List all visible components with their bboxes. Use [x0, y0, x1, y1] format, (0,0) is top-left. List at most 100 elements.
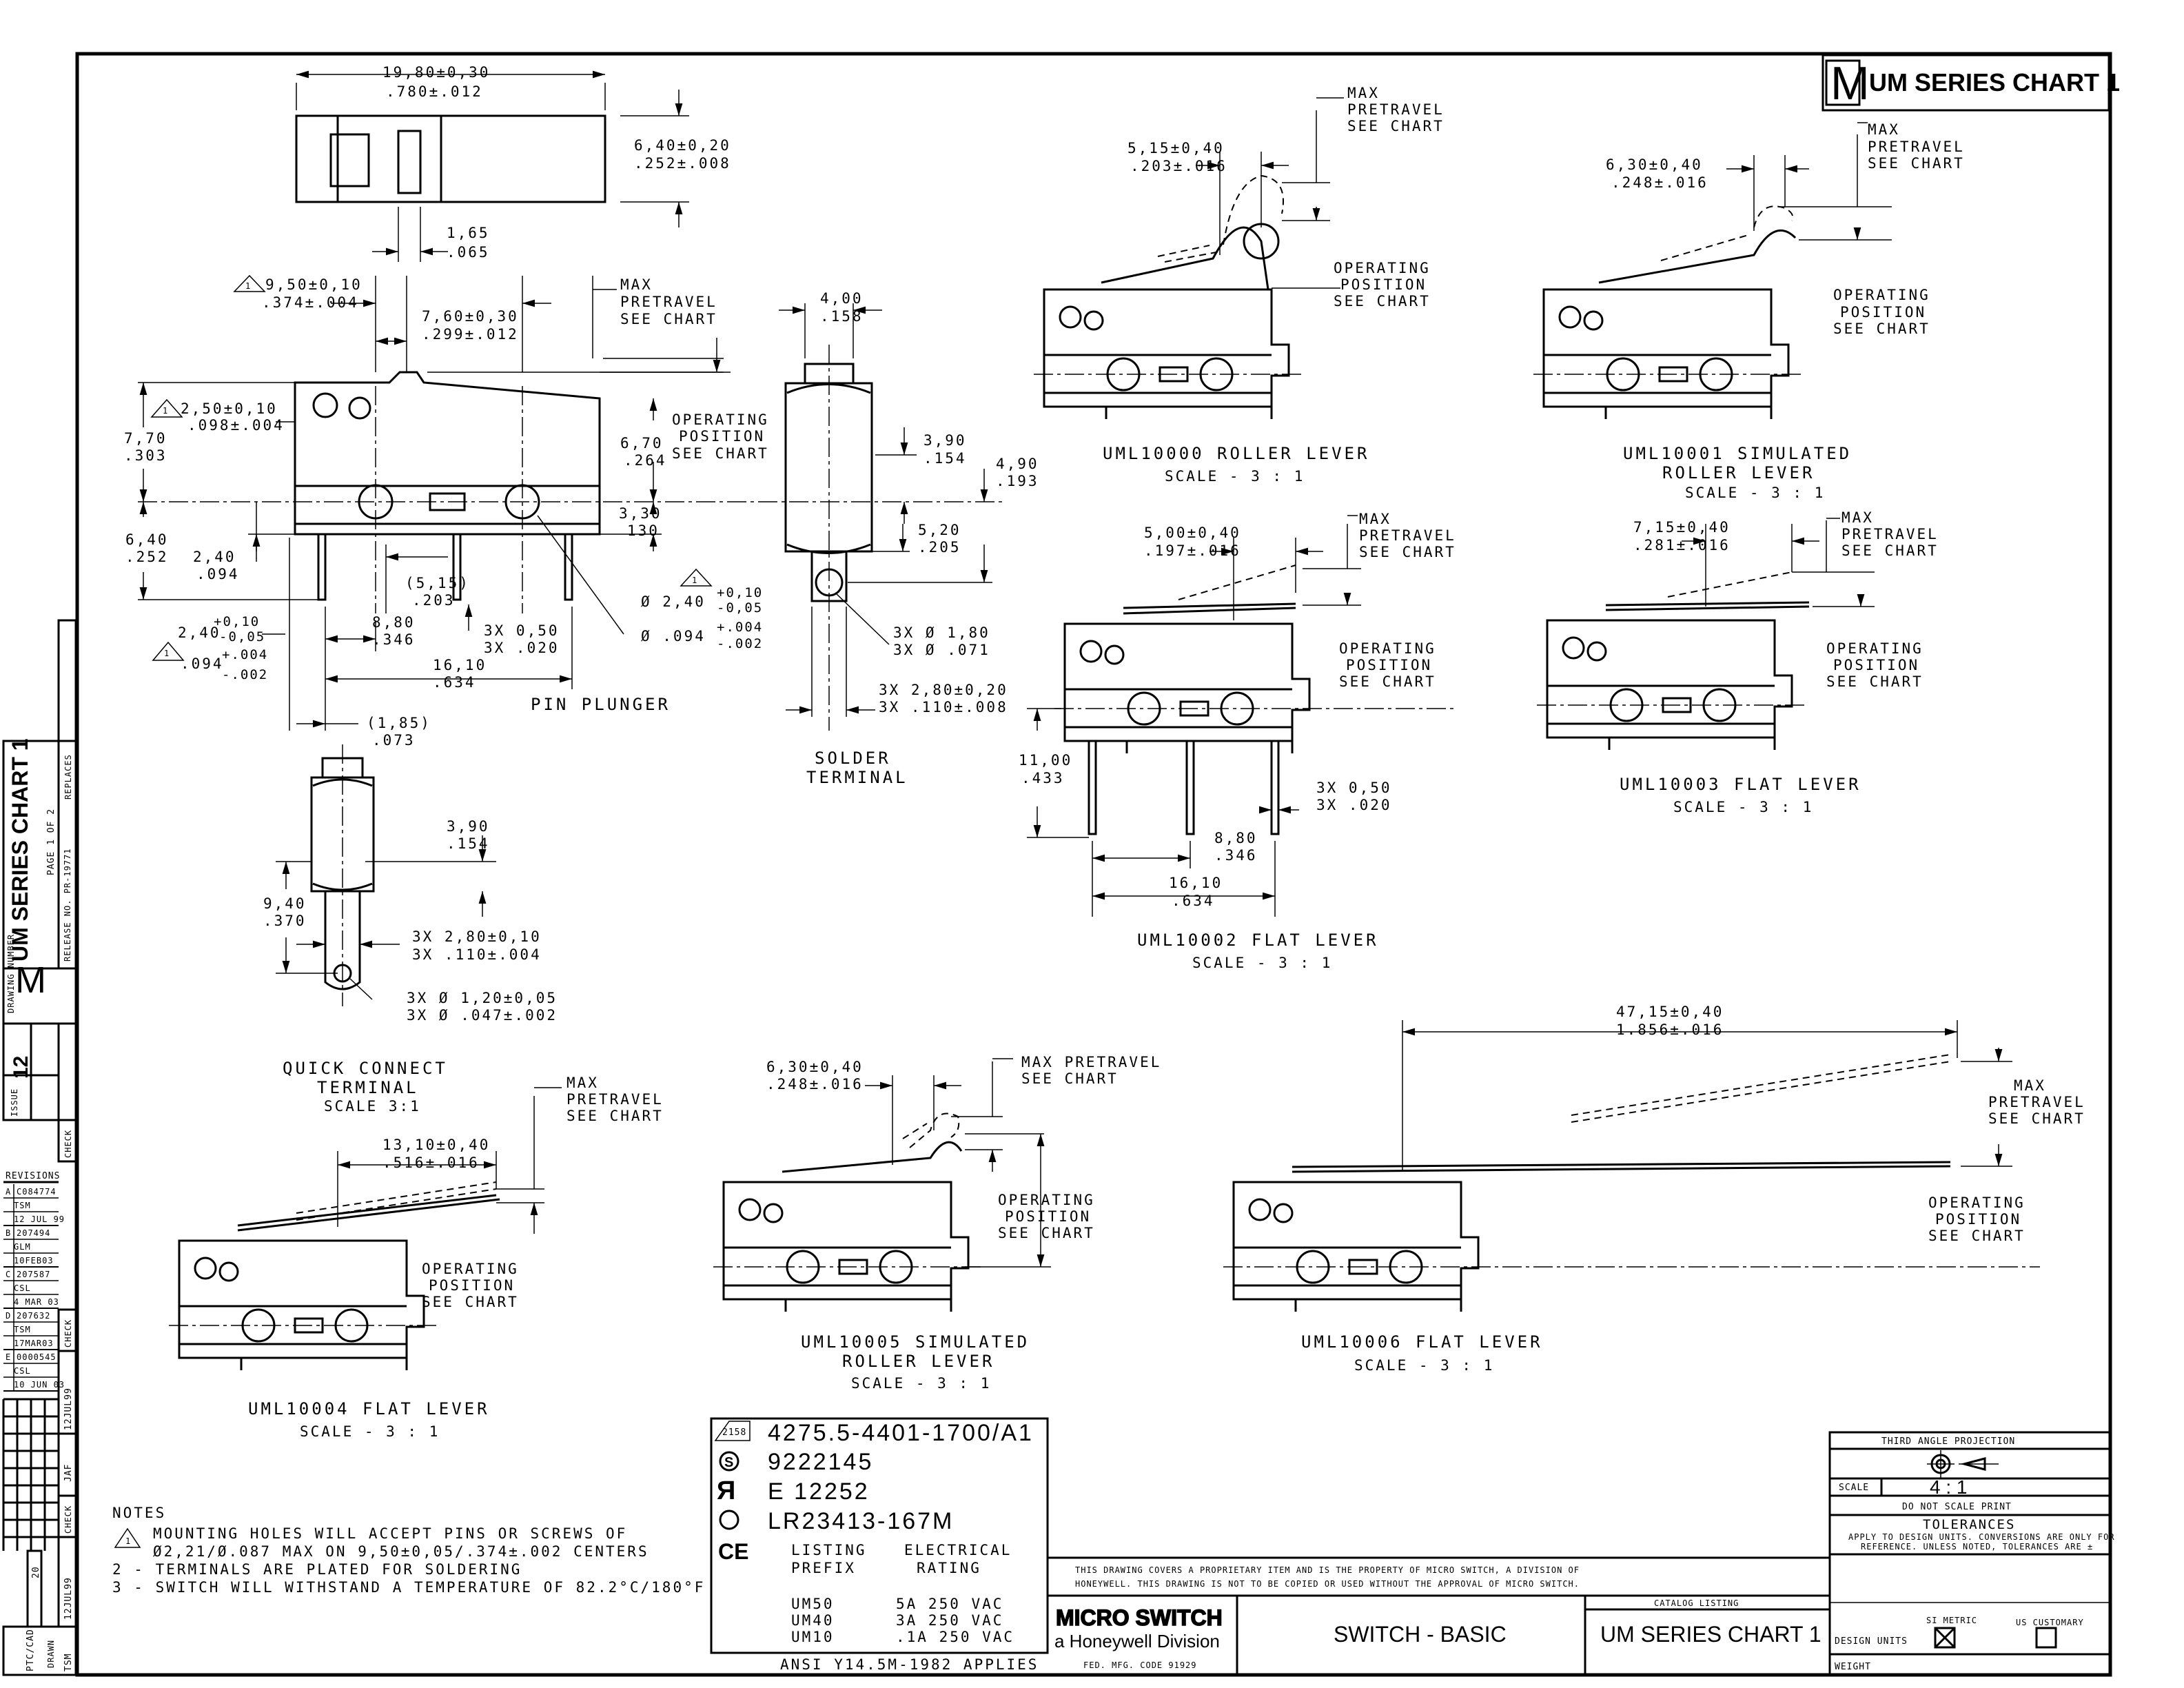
u3-max-3: SEE CHART	[1841, 542, 1939, 559]
st-caption-1: SOLDER	[815, 749, 891, 768]
u6-dim-in: 1.856±.016	[1616, 1021, 1724, 1038]
qc-b-in: .370	[263, 913, 307, 929]
pp-b1-in: .252	[125, 549, 169, 565]
pp-dia-mm: Ø 2,40	[641, 593, 706, 610]
note-1: MOUNTING HOLES WILL ACCEPT PINS OR SCREW…	[153, 1525, 627, 1542]
u6-op-1: OPERATING	[1928, 1194, 2025, 1211]
u2-max-2: PRETRAVEL	[1359, 527, 1456, 544]
pp-h3-mm: 3,30	[619, 505, 662, 522]
st-c-in: .205	[918, 539, 961, 556]
pp-t1-inminus: -.002	[222, 667, 268, 682]
fed-code: FED. MFG. CODE 91929	[1083, 1660, 1197, 1670]
si-metric: SI METRIC	[1926, 1616, 1977, 1625]
listing-col-2b: RATING	[917, 1560, 981, 1576]
side-issue-label: ISSUE	[10, 1088, 19, 1117]
u4-dim-mm: 13,10±0,40	[382, 1137, 490, 1153]
listing-col-1b: PREFIX	[791, 1560, 856, 1576]
u2-op-1: OPERATING	[1339, 640, 1436, 657]
pp-p3-mm: (1,85)	[367, 715, 431, 731]
u5-op-2: POSITION	[1005, 1208, 1091, 1225]
u2-h-in: .433	[1021, 770, 1065, 786]
st-w-in: .158	[820, 308, 864, 325]
listing-col-2: ELECTRICAL	[904, 1542, 1012, 1558]
u3-op-2: POSITION	[1833, 657, 1919, 673]
tolerances-label: TOLERANCES	[1923, 1517, 2015, 1532]
side-issue-20: 20	[31, 1566, 41, 1578]
u3-dim-mm: 7,15±0,40	[1633, 519, 1731, 536]
u5-caption-1: UML10005 SIMULATED	[801, 1332, 1030, 1352]
u2-op-2: POSITION	[1346, 657, 1432, 673]
flag-1c: 1	[164, 649, 170, 658]
u2-p1-mm: 8,80	[1214, 830, 1258, 846]
side-check-2: CHECK	[63, 1319, 73, 1348]
revision-entry: 10 JUN 03	[14, 1380, 65, 1390]
approval-3: E 12252	[768, 1478, 870, 1505]
approval-1: 4275.5-4401-1700/A1	[768, 1420, 1034, 1446]
revision-entry: CSL	[14, 1283, 31, 1293]
u3-caption: UML10003 FLAT LEVER	[1620, 775, 1861, 794]
u2-max-3: SEE CHART	[1359, 544, 1456, 560]
u0-max-3: SEE CHART	[1347, 118, 1445, 134]
st-w-mm: 4,00	[820, 290, 864, 307]
third-angle: THIRD ANGLE PROJECTION	[1881, 1436, 2015, 1447]
us-customary: US CUSTOMARY	[2016, 1618, 2084, 1627]
pp-b2-mm: 2,40	[193, 549, 236, 565]
pp-pin-in: .203	[412, 592, 456, 609]
approvals-box: 2158 4275.5-4401-1700/A1 S 9222145 Я E 1…	[710, 1417, 1049, 1673]
u5-scale: SCALE - 3 : 1	[851, 1375, 991, 1392]
u1-dim-in: .248±.016	[1611, 174, 1708, 191]
chart-header: M UM SERIES CHART 1	[1821, 54, 2120, 112]
u6-max-2: PRETRAVEL	[1988, 1094, 2085, 1110]
pp-d2-in: .299±.012	[422, 326, 519, 343]
st-tw-mm: 3X 2,80±0,20	[879, 682, 1008, 698]
revision-entry: 12 JUL 99	[14, 1214, 65, 1224]
u3-max-2: PRETRAVEL	[1841, 526, 1939, 542]
pp-t1-plus: +0,10	[214, 614, 260, 629]
scale-value: 4 : 1	[1930, 1476, 1967, 1498]
u5-caption-2: ROLLER LEVER	[842, 1352, 994, 1371]
top-view: 19,80±0,30 .780±.012 6,40±0,20 .252±.008…	[295, 64, 729, 262]
u2-p2-mm: 16,10	[1169, 875, 1223, 891]
u0-max-1: MAX	[1347, 85, 1380, 101]
u2-pins-mm: 3X 0,50	[1316, 780, 1392, 796]
u2-p1-in: .346	[1214, 847, 1258, 864]
pp-t1-inplus: +.004	[222, 647, 268, 662]
qc-a-in: .154	[447, 835, 490, 852]
notes: NOTES 1 MOUNTING HOLES WILL ACCEPT PINS …	[112, 1505, 703, 1596]
u2-caption: UML10002 FLAT LEVER	[1137, 931, 1379, 950]
pp-op-2: POSITION	[679, 428, 765, 445]
side-strip: UM SERIES CHART 1 PAGE 1 OF 2 RELEASE NO…	[2, 619, 77, 1676]
revision-letter: A	[6, 1187, 11, 1197]
u2-dim-in: .197±.016	[1144, 542, 1241, 559]
pp-op-1: OPERATING	[672, 411, 769, 428]
brand-sub: a Honeywell Division	[1054, 1631, 1220, 1651]
uml10003-view: 7,15±0,40 .281±.016 MAX PRETRAVEL SEE CH…	[1537, 509, 1939, 815]
pp-t1-in: .094	[181, 655, 224, 672]
svg-text:M: M	[15, 959, 46, 1001]
st-hole-in: 3X Ø .071	[893, 642, 990, 658]
u4-op-1: OPERATING	[422, 1261, 519, 1277]
u1-caption-1: UML10001 SIMULATED	[1623, 444, 1852, 463]
pp-b1-mm: 6,40	[125, 531, 169, 548]
do-not-scale: DO NOT SCALE PRINT	[1902, 1502, 2012, 1512]
u4-scale: SCALE - 3 : 1	[300, 1423, 440, 1440]
pp-d2-mm: 7,60±0,30	[422, 308, 519, 325]
scale-label: SCALE	[1839, 1483, 1869, 1493]
revision-entry: TSM	[14, 1325, 31, 1334]
pp-max-2: PRETRAVEL	[620, 294, 717, 310]
drawing-title: SWITCH - BASIC	[1334, 1622, 1507, 1647]
uml10004-view: 13,10±0,40 .516±.016 MAX PRETRAVEL SEE C…	[169, 1075, 662, 1440]
u5-dim-mm: 6,30±0,40	[766, 1059, 864, 1075]
u5-max-2: SEE CHART	[1021, 1070, 1119, 1087]
side-chart-title: UM SERIES CHART 1	[8, 738, 32, 962]
u1-scale: SCALE - 3 : 1	[1685, 485, 1825, 501]
u6-op-2: POSITION	[1935, 1211, 2021, 1228]
revision-entry: C084774	[17, 1187, 57, 1197]
u0-dim-mm: 5,15±0,40	[1127, 140, 1225, 156]
u5-op-1: OPERATING	[998, 1192, 1095, 1208]
revision-letter: D	[6, 1311, 11, 1321]
pin-plunger-view: 1 9,50±0,10 .374±.004 7,60±0,30 .299±.01…	[124, 274, 1006, 749]
side-check-1: CHECK	[63, 1130, 73, 1158]
side-jaf: JAF	[63, 1464, 74, 1482]
